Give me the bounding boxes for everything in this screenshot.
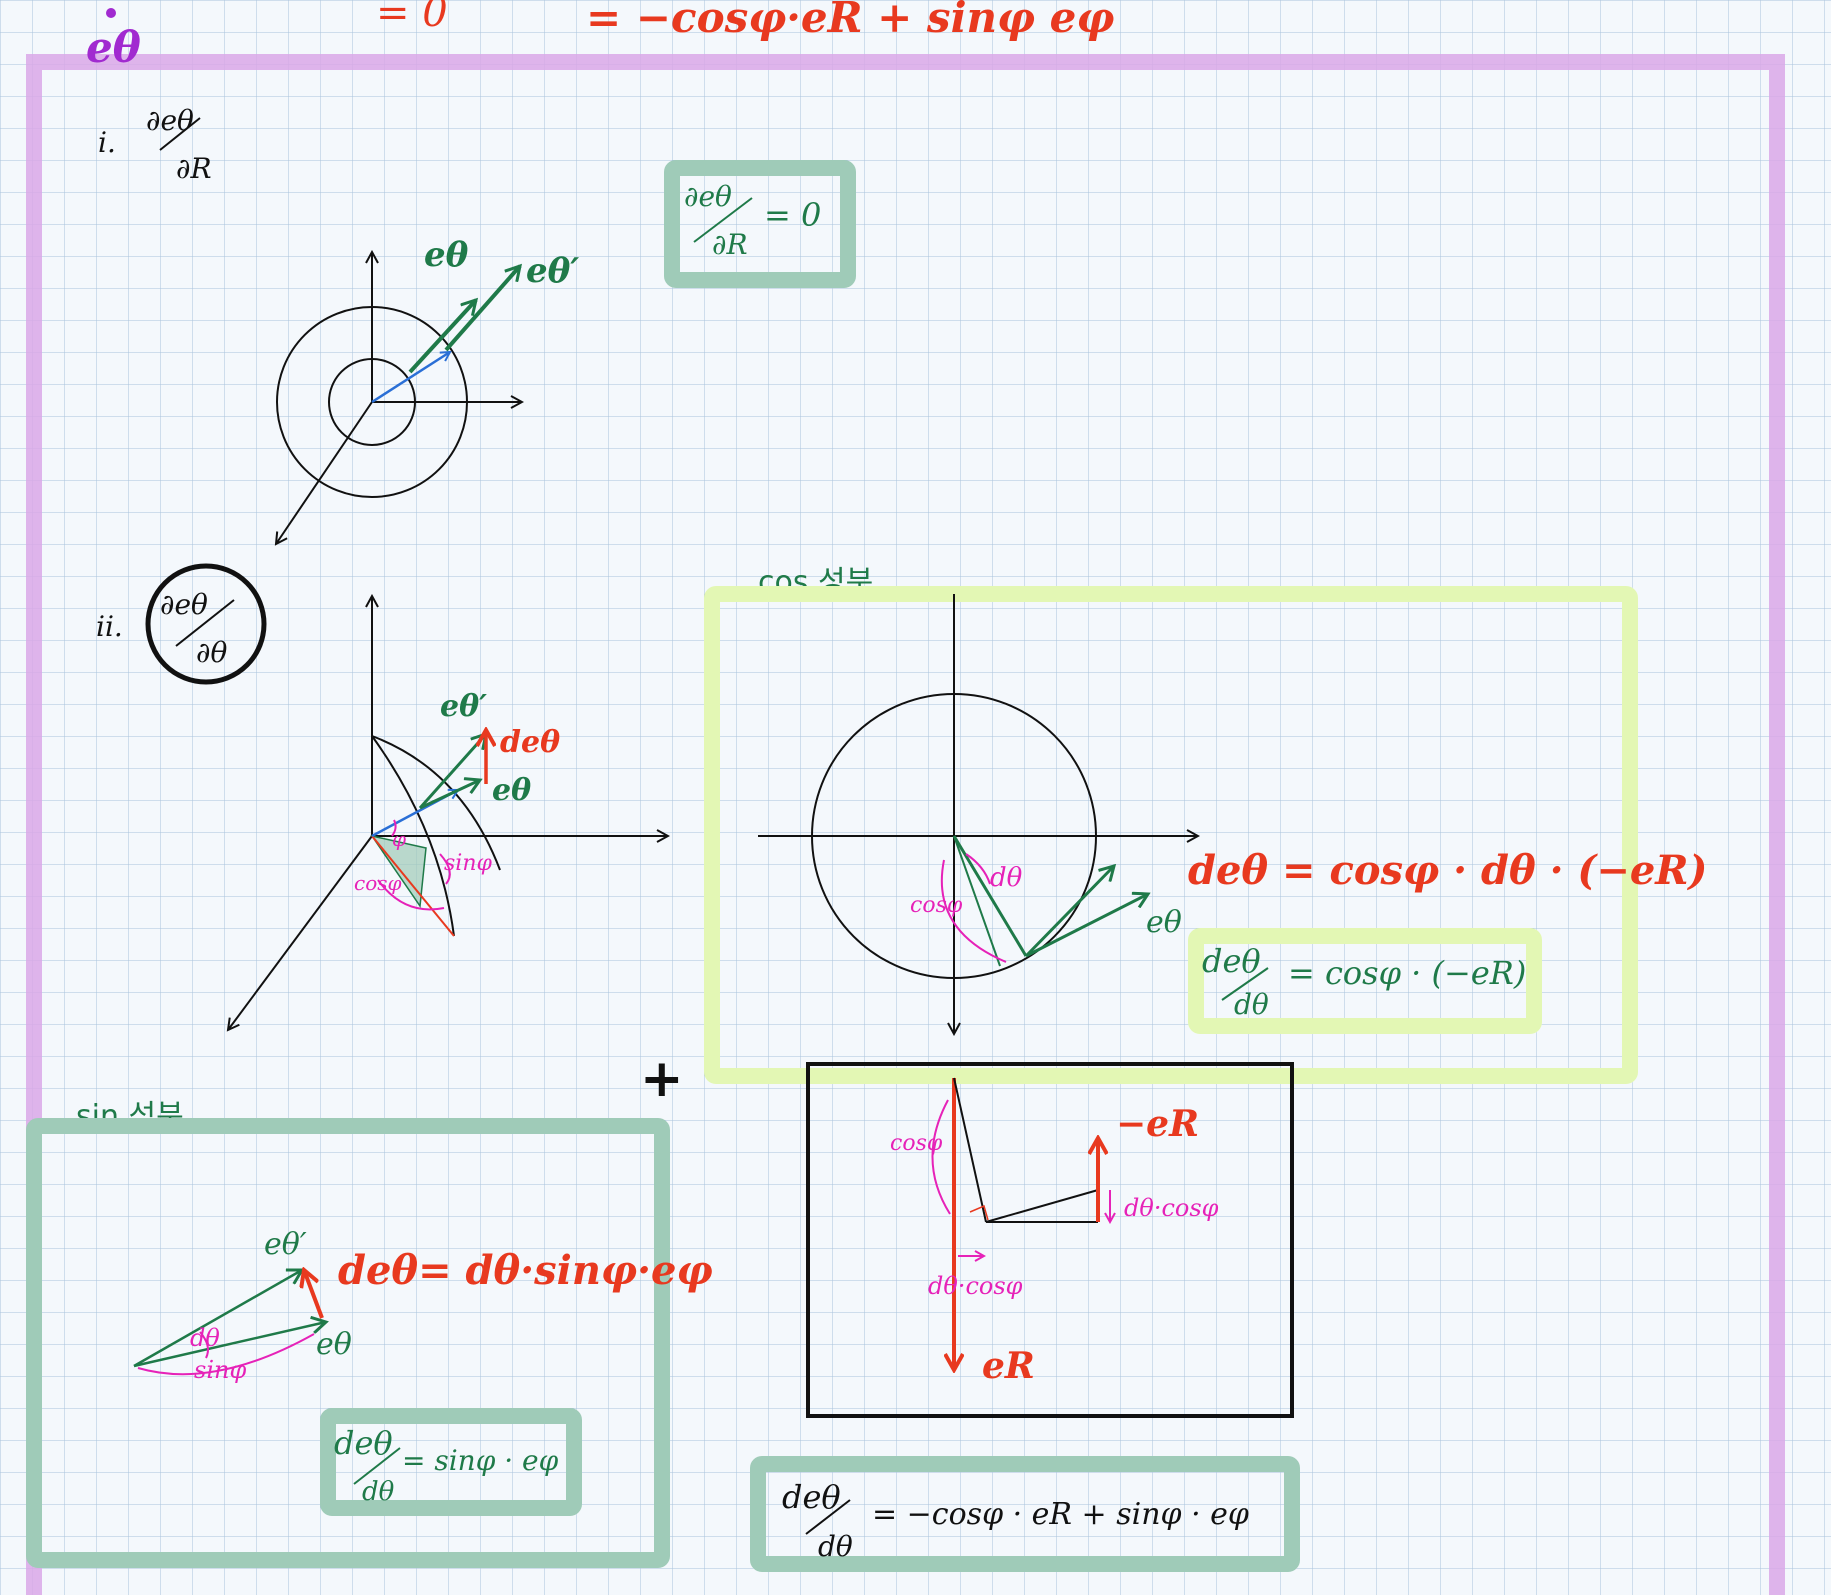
part2-sin-label: sinφ	[444, 851, 492, 876]
part2-eprime-label: eθ′	[440, 689, 487, 724]
dot-mark	[106, 8, 116, 18]
plus-sign: +	[640, 1049, 684, 1109]
part2-circled-frac	[145, 563, 267, 685]
part1-result-box	[664, 160, 856, 288]
cos-cos-label: cosφ	[910, 893, 963, 918]
part1-result-bar	[693, 197, 753, 243]
part2-frac-den: ∂θ	[196, 636, 227, 669]
er-neg-label: −eR	[1116, 1103, 1199, 1145]
part1-label: i.	[98, 126, 116, 159]
part1-result-den: ∂R	[712, 228, 748, 261]
cos-result-box	[1188, 928, 1542, 1034]
part1-e-label: eθ	[424, 235, 469, 275]
sin-diagram	[133, 1270, 326, 1376]
final-rhs: = −cosφ · eR + sinφ · eφ	[872, 1497, 1249, 1532]
cos-frac-num: deθ	[1202, 942, 1261, 980]
part1-frac-den: ∂R	[176, 152, 212, 185]
cos-frac-bar	[1221, 967, 1269, 1001]
final-frac-bar	[805, 1499, 851, 1535]
part2-frac-bar	[175, 599, 235, 647]
part2-frac-num: ∂eθ	[160, 588, 208, 621]
cos-frac-den: dθ	[1234, 988, 1269, 1021]
sin-result-box	[320, 1408, 582, 1516]
part2-phi-label: φ	[392, 827, 406, 851]
er-dtcos-bottom: dθ·cosφ	[928, 1272, 1023, 1300]
header-e-theta-dot: eθ	[86, 23, 141, 72]
sin-frac-den: dθ	[362, 1477, 395, 1507]
cos-frac-rhs: = cosφ · (−eR)	[1288, 954, 1526, 992]
header-eq-zero: = 0	[376, 0, 448, 36]
part2-e-label: eθ	[492, 773, 531, 808]
part1-frac-num: ∂eθ	[146, 104, 194, 137]
part2-de-label: deθ	[500, 725, 560, 760]
sin-sin-label: sinφ	[194, 1356, 246, 1384]
cos-equation: deθ = cosφ · dθ · (−eR)	[1188, 847, 1707, 894]
final-frac-num: deθ	[782, 1478, 841, 1516]
cos-box-frame	[704, 586, 1638, 1084]
page-frame	[26, 54, 1785, 1595]
sin-frac-num: deθ	[334, 1424, 393, 1462]
final-result-box	[750, 1456, 1300, 1572]
part1-eprime-label: eθ′	[526, 251, 579, 291]
sin-frac-rhs: = sinφ · eφ	[402, 1444, 559, 1477]
part1-diagram	[276, 252, 522, 544]
part2-cos-label: cosφ	[354, 871, 402, 895]
er-diagram	[931, 1077, 1110, 1370]
sin-e-label: eθ	[316, 1327, 352, 1362]
cos-diagram	[758, 594, 1198, 1034]
er-cos-label: cosφ	[890, 1131, 943, 1156]
sin-dtheta-label: dθ	[190, 1324, 220, 1352]
cos-e-label: eθ	[1146, 905, 1182, 940]
part1-result-num: ∂eθ	[684, 180, 732, 213]
sin-eprime-label: eθ′	[264, 1227, 307, 1262]
er-box-frame	[806, 1062, 1294, 1418]
part1-frac-bar	[159, 117, 201, 151]
part2-label: ii.	[96, 610, 123, 643]
er-dtcos-right: dθ·cosφ	[1124, 1194, 1219, 1222]
part1-result-rhs: = 0	[764, 196, 821, 234]
final-frac-den: dθ	[818, 1530, 853, 1563]
sin-frac-bar	[353, 1447, 401, 1485]
header-eq-top: = −cosφ·eR + sinφ eφ	[586, 0, 1114, 42]
er-label: eR	[982, 1345, 1035, 1387]
part2-diagram	[228, 596, 668, 1030]
sin-box-frame	[26, 1118, 670, 1568]
sin-equation: deθ= dθ·sinφ·eφ	[338, 1247, 713, 1294]
cos-dtheta-label: dθ	[990, 863, 1023, 893]
